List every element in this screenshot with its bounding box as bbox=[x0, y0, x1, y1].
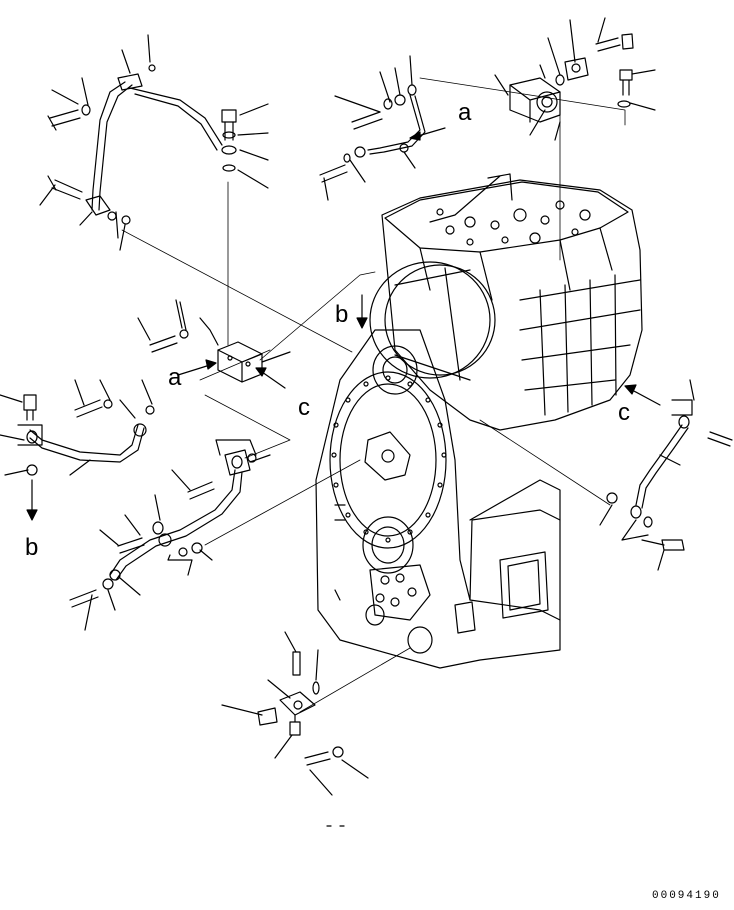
center-lines bbox=[121, 77, 626, 713]
tube-assembly-left-lower bbox=[69, 439, 271, 631]
tube-assembly-right bbox=[599, 379, 733, 571]
transmission-housing bbox=[315, 173, 643, 669]
bolt-group-top-center bbox=[319, 55, 426, 201]
valve-block-top-right bbox=[494, 17, 656, 141]
document-number: 00094190 bbox=[652, 890, 721, 902]
tube-assembly-left-middle bbox=[0, 379, 155, 476]
callout-b-left: b bbox=[25, 534, 38, 561]
callout-b-center: b bbox=[335, 301, 348, 328]
callout-labels: a a b b c c 00094190 bbox=[25, 99, 721, 902]
callout-c-right: c bbox=[618, 399, 630, 426]
flange-bolts bbox=[331, 375, 447, 543]
valve-face-holes bbox=[436, 200, 591, 246]
flow-arrows bbox=[26, 127, 661, 521]
callout-c-center: c bbox=[298, 394, 310, 421]
bolt-stack-center-top bbox=[221, 103, 269, 189]
callout-a-left: a bbox=[168, 364, 182, 391]
callout-a-top: a bbox=[458, 99, 472, 126]
tube-assembly-top-left bbox=[39, 34, 223, 251]
junction-block bbox=[137, 299, 291, 383]
sensor-group-bottom bbox=[221, 631, 369, 827]
